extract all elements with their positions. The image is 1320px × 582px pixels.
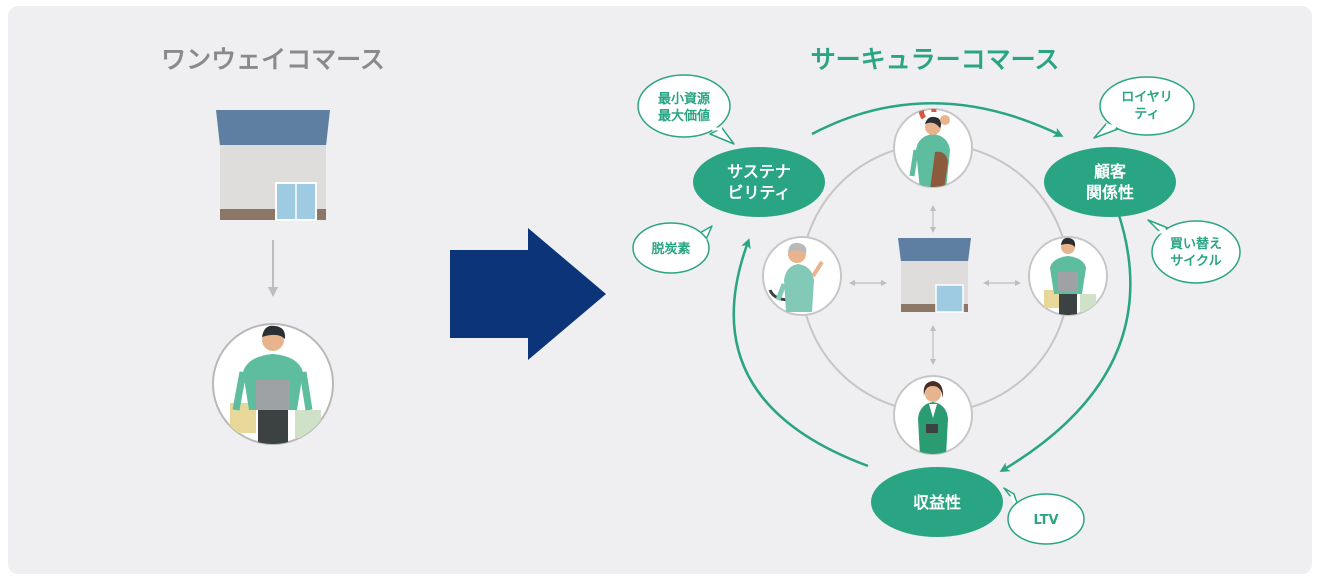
- node-sustainability: サステナ ビリティ: [693, 147, 825, 217]
- bubble-replace-cycle: 買い替え サイクル: [1147, 219, 1241, 284]
- bubble-decarbon: 脱炭素: [632, 222, 713, 274]
- bubble-ltv: LTV: [1003, 487, 1085, 545]
- node-customer-relation: 顧客 関係性: [1044, 147, 1176, 217]
- center-store-icon: [898, 238, 971, 313]
- right-arrow-icon: [450, 228, 606, 360]
- elderly-person-icon: [762, 236, 842, 316]
- cycle-arrow-top: [811, 102, 1064, 137]
- bubble-loyalty-line2: ティ: [1134, 107, 1159, 122]
- node-profitability: 収益性: [871, 467, 1003, 537]
- bubble-resource-line2: 最大価値: [658, 108, 710, 124]
- circular-commerce-title: サーキュラーコマース: [811, 45, 1060, 74]
- bubble-decarbon-label: 脱炭素: [651, 241, 690, 257]
- node-customer-line2: 関係性: [1086, 183, 1134, 202]
- bubble-replace-line1: 買い替え: [1170, 236, 1222, 252]
- bubble-loyalty-line1: ロイヤリ: [1121, 90, 1173, 105]
- shopper-icon: [212, 323, 334, 445]
- cycle-arrow-left: [732, 238, 869, 468]
- store-icon: [216, 110, 330, 221]
- family-icon: [893, 108, 973, 188]
- node-sustainability-line2: ビリティ: [727, 183, 790, 202]
- node-profit-label: 収益性: [913, 493, 961, 512]
- returning-shopper-icon: [1028, 236, 1108, 316]
- bubble-replace-line2: サイクル: [1170, 254, 1221, 269]
- bubble-resource-line1: 最小資源: [658, 91, 710, 107]
- bubble-ltv-label: LTV: [1033, 513, 1058, 528]
- cycle-arrow-right: [999, 211, 1132, 473]
- staff-woman-icon: [893, 375, 973, 455]
- node-customer-line1: 顧客: [1094, 162, 1127, 181]
- node-sustainability-line1: サステナ: [727, 162, 791, 181]
- oneway-commerce-title: ワンウェイコマース: [161, 45, 385, 74]
- bubble-resource: 最小資源 最大価値: [637, 74, 735, 145]
- bubble-loyalty: ロイヤリ ティ: [1093, 76, 1195, 139]
